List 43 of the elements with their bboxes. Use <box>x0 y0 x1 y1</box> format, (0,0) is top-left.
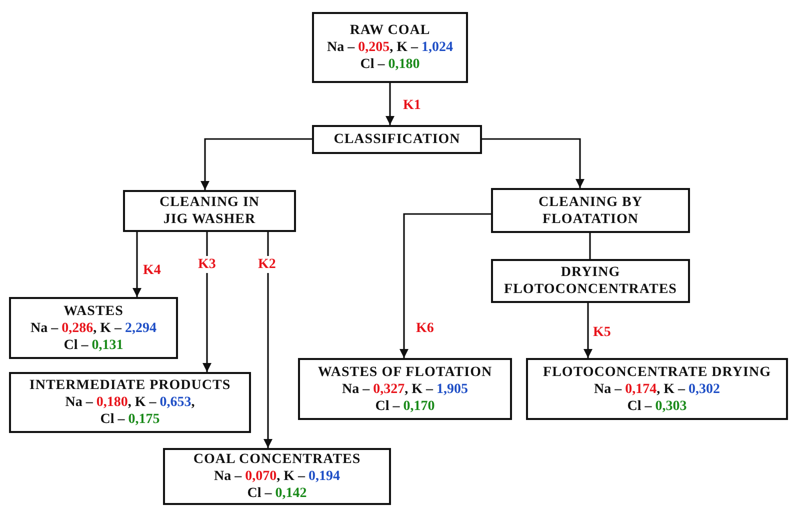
chlorine-content: Cl – 0,131 <box>64 336 124 354</box>
sodium-potassium-content: Na – 0,327, K – 1,905 <box>342 380 468 398</box>
arrow <box>400 213 491 358</box>
sodium-potassium-content: Na – 0,205, K – 1,024 <box>326 39 453 56</box>
chlorine-content: Cl – 0,180 <box>360 56 420 73</box>
step-title: WASTES <box>64 302 124 320</box>
process-box <box>123 190 296 232</box>
step-title: CLEANING BY FLOATATION <box>538 194 644 228</box>
sodium-potassium-content: Na – 0,070, K – 0,194 <box>214 468 340 485</box>
process-box <box>312 125 482 154</box>
arrow <box>386 83 394 125</box>
process-box <box>9 372 251 433</box>
step-title: WASTES OF FLOTATION <box>318 364 492 380</box>
process-box <box>9 297 178 359</box>
edge-label: K2 <box>258 256 276 273</box>
arrow <box>202 232 212 372</box>
process-box <box>526 358 788 420</box>
arrow <box>200 138 312 190</box>
process-box <box>163 448 391 505</box>
sodium-potassium-content: Na – 0,286, K – 2,294 <box>30 320 156 336</box>
arrow <box>132 232 142 297</box>
chlorine-content: Cl – 0,303 <box>627 398 687 414</box>
edge-label: K3 <box>198 256 216 273</box>
arrow <box>482 138 584 188</box>
step-title: CLASSIFICATION <box>334 131 460 148</box>
sodium-potassium-content: Na – 0,180, K – 0,653, <box>65 394 195 411</box>
step-title: FLOTOCONCENTRATE DRYING <box>543 364 771 380</box>
arrow <box>584 303 592 358</box>
chlorine-content: Cl – 0,142 <box>247 485 307 502</box>
step-title: CLEANING IN JIG WASHER <box>158 194 260 228</box>
arrow <box>264 232 272 448</box>
process-box <box>298 358 512 420</box>
step-title: DRYING FLOTOCONCENTRATES <box>503 264 678 298</box>
process-box <box>312 12 468 83</box>
step-title: RAW COAL <box>350 22 430 39</box>
sodium-potassium-content: Na – 0,174, K – 0,302 <box>594 380 720 398</box>
chlorine-content: Cl – 0,170 <box>375 398 435 414</box>
process-box <box>491 188 690 233</box>
step-title: COAL CONCENTRATES <box>193 451 361 468</box>
process-box <box>491 259 690 303</box>
connector-line <box>589 233 591 259</box>
step-title: INTERMEDIATE PRODUCTS <box>29 377 231 394</box>
chlorine-content: Cl – 0,175 <box>100 411 160 428</box>
